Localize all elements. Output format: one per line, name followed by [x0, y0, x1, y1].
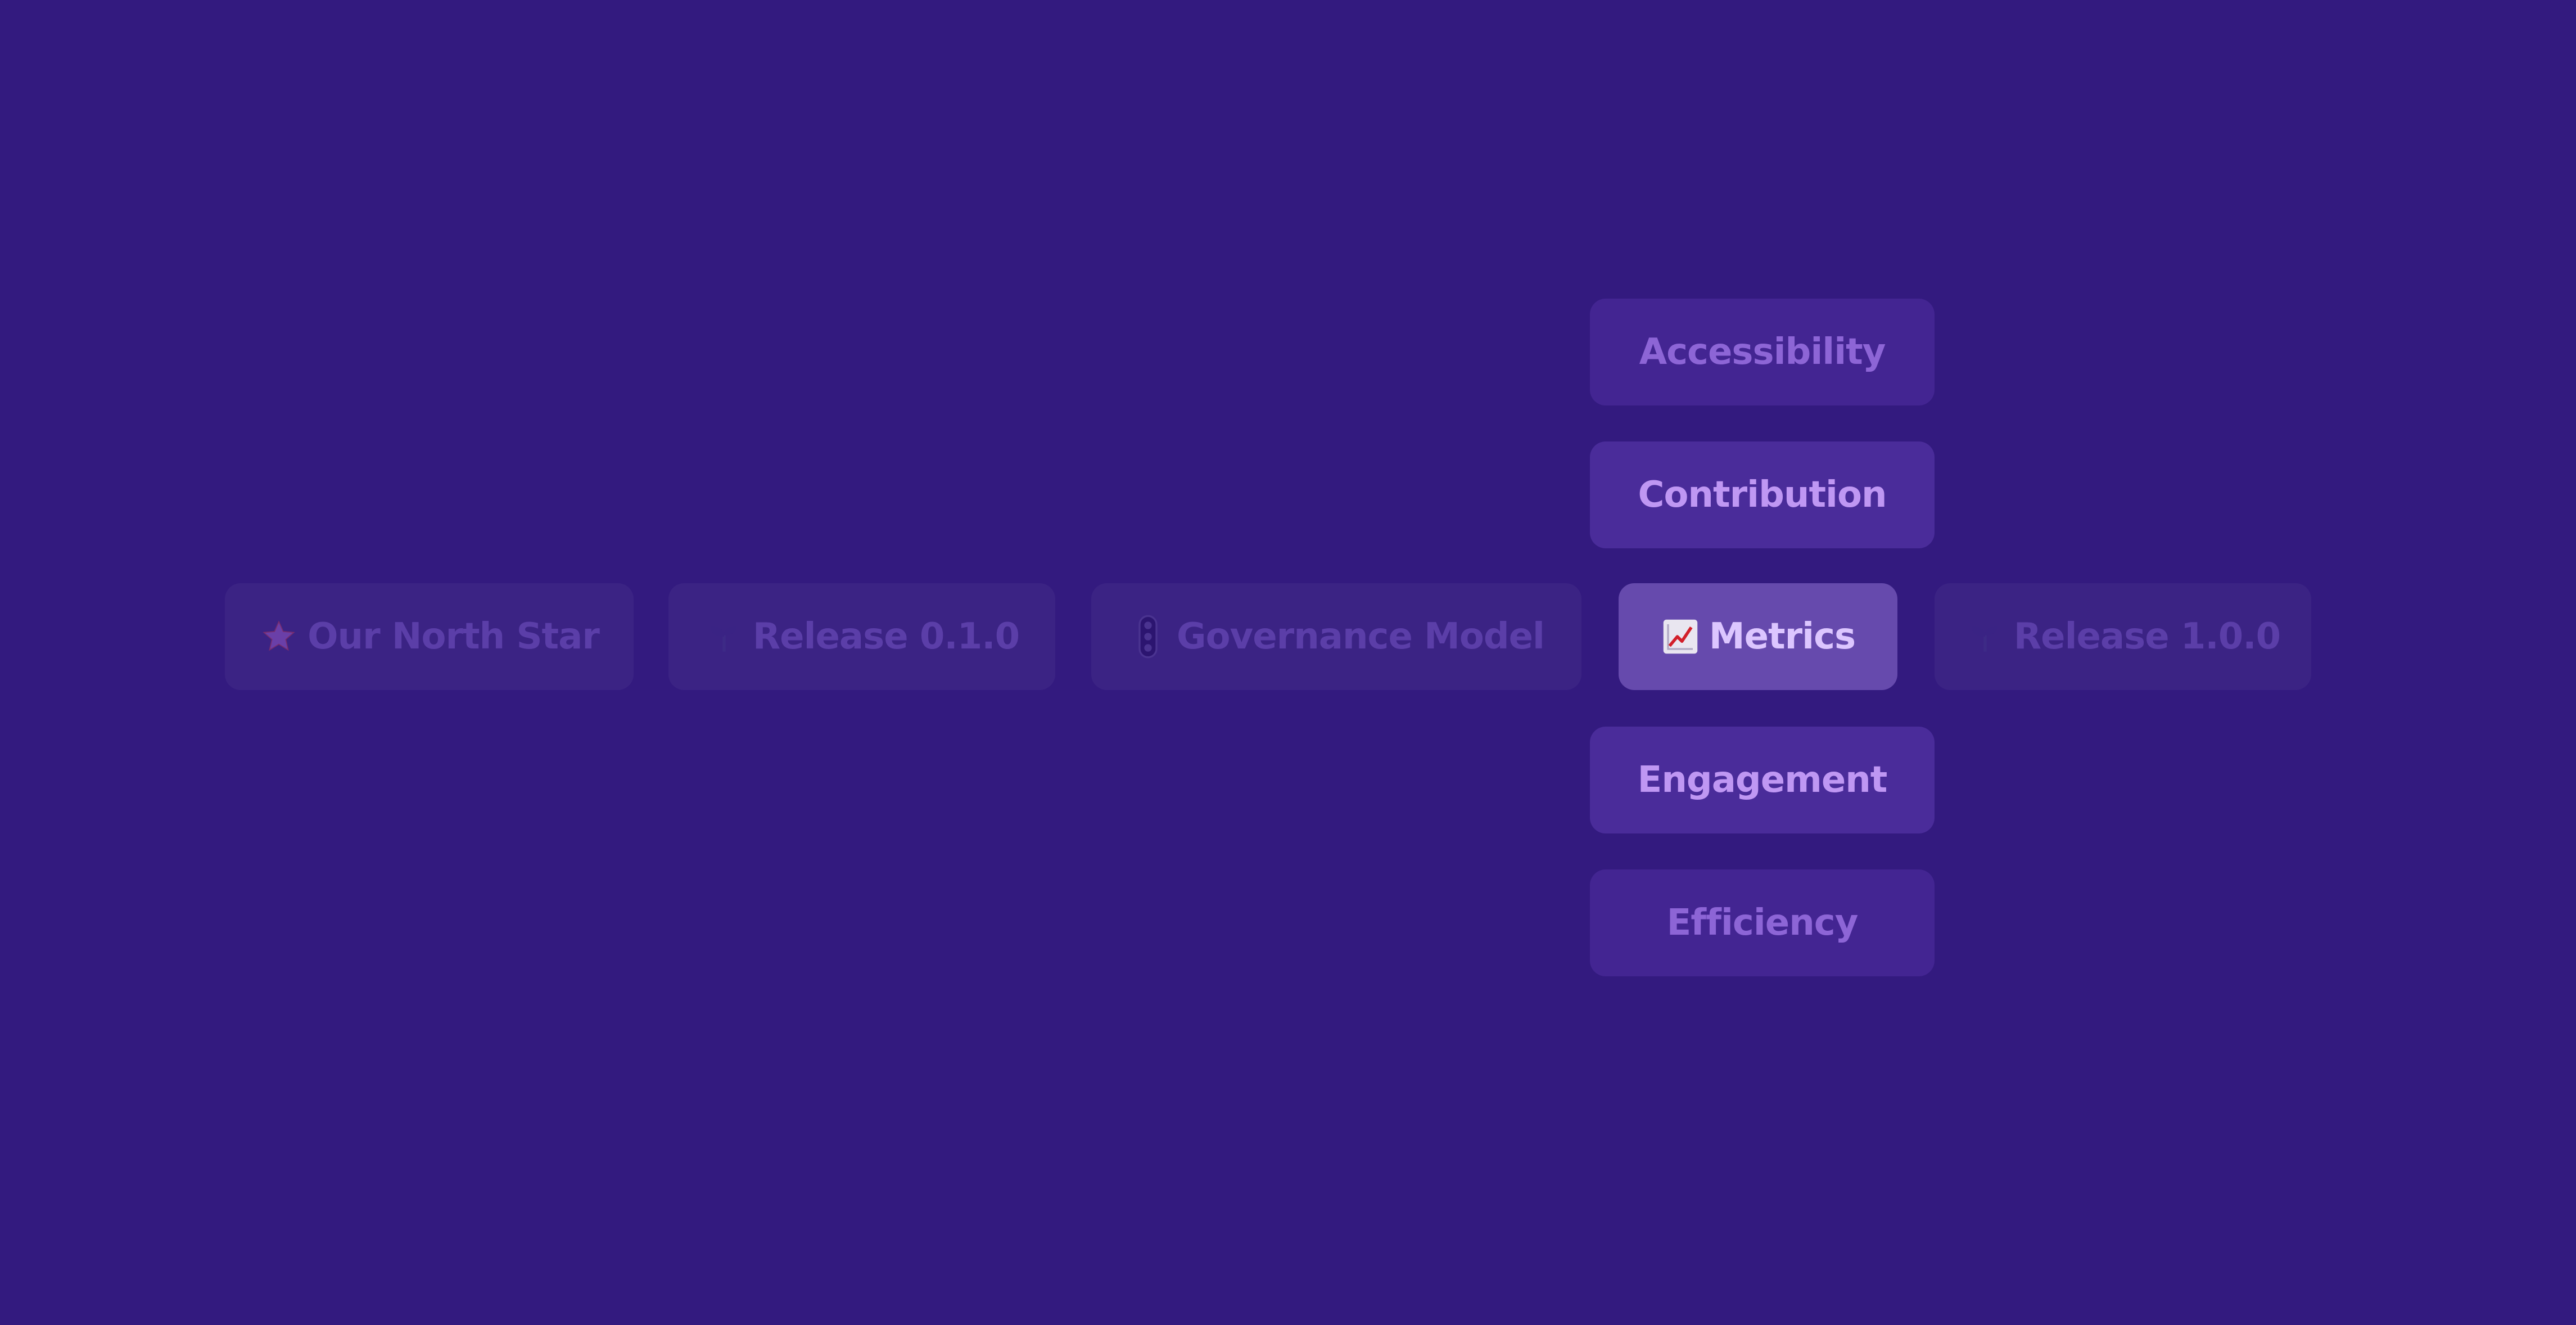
sub-item-label: Accessibility [1639, 331, 1886, 373]
nav-item-metrics[interactable]: Metrics [1619, 583, 1897, 690]
sub-item-accessibility[interactable]: Accessibility [1590, 299, 1935, 405]
nav-item-label: Release 0.1.0 [752, 616, 1020, 657]
nav-item-label: Our North Star [308, 616, 600, 657]
nav-item-release-1-0-0[interactable]: Release 1.0.0 [1935, 583, 2311, 690]
nav-item-our-north-star[interactable]: Our North Star [225, 583, 634, 690]
nav-item-label: Metrics [1709, 616, 1856, 657]
sub-item-contribution[interactable]: Contribution [1590, 441, 1935, 548]
sub-item-efficiency[interactable]: Efficiency [1590, 869, 1935, 976]
sub-item-engagement[interactable]: Engagement [1590, 727, 1935, 833]
sub-item-label: Engagement [1637, 759, 1888, 801]
star-icon [259, 614, 299, 659]
traffic-light-icon [1128, 614, 1168, 659]
sub-item-label: Contribution [1638, 474, 1887, 516]
chart-increasing-icon [1661, 614, 1700, 659]
nav-item-label: Release 1.0.0 [2013, 616, 2281, 657]
nav-item-governance-model[interactable]: Governance Model [1091, 583, 1581, 690]
seedling-icon [704, 614, 744, 659]
nav-item-release-0-1-0[interactable]: Release 0.1.0 [668, 583, 1055, 690]
sub-item-label: Efficiency [1666, 902, 1859, 944]
seedling-icon [1965, 614, 2005, 659]
nav-item-label: Governance Model [1177, 616, 1545, 657]
